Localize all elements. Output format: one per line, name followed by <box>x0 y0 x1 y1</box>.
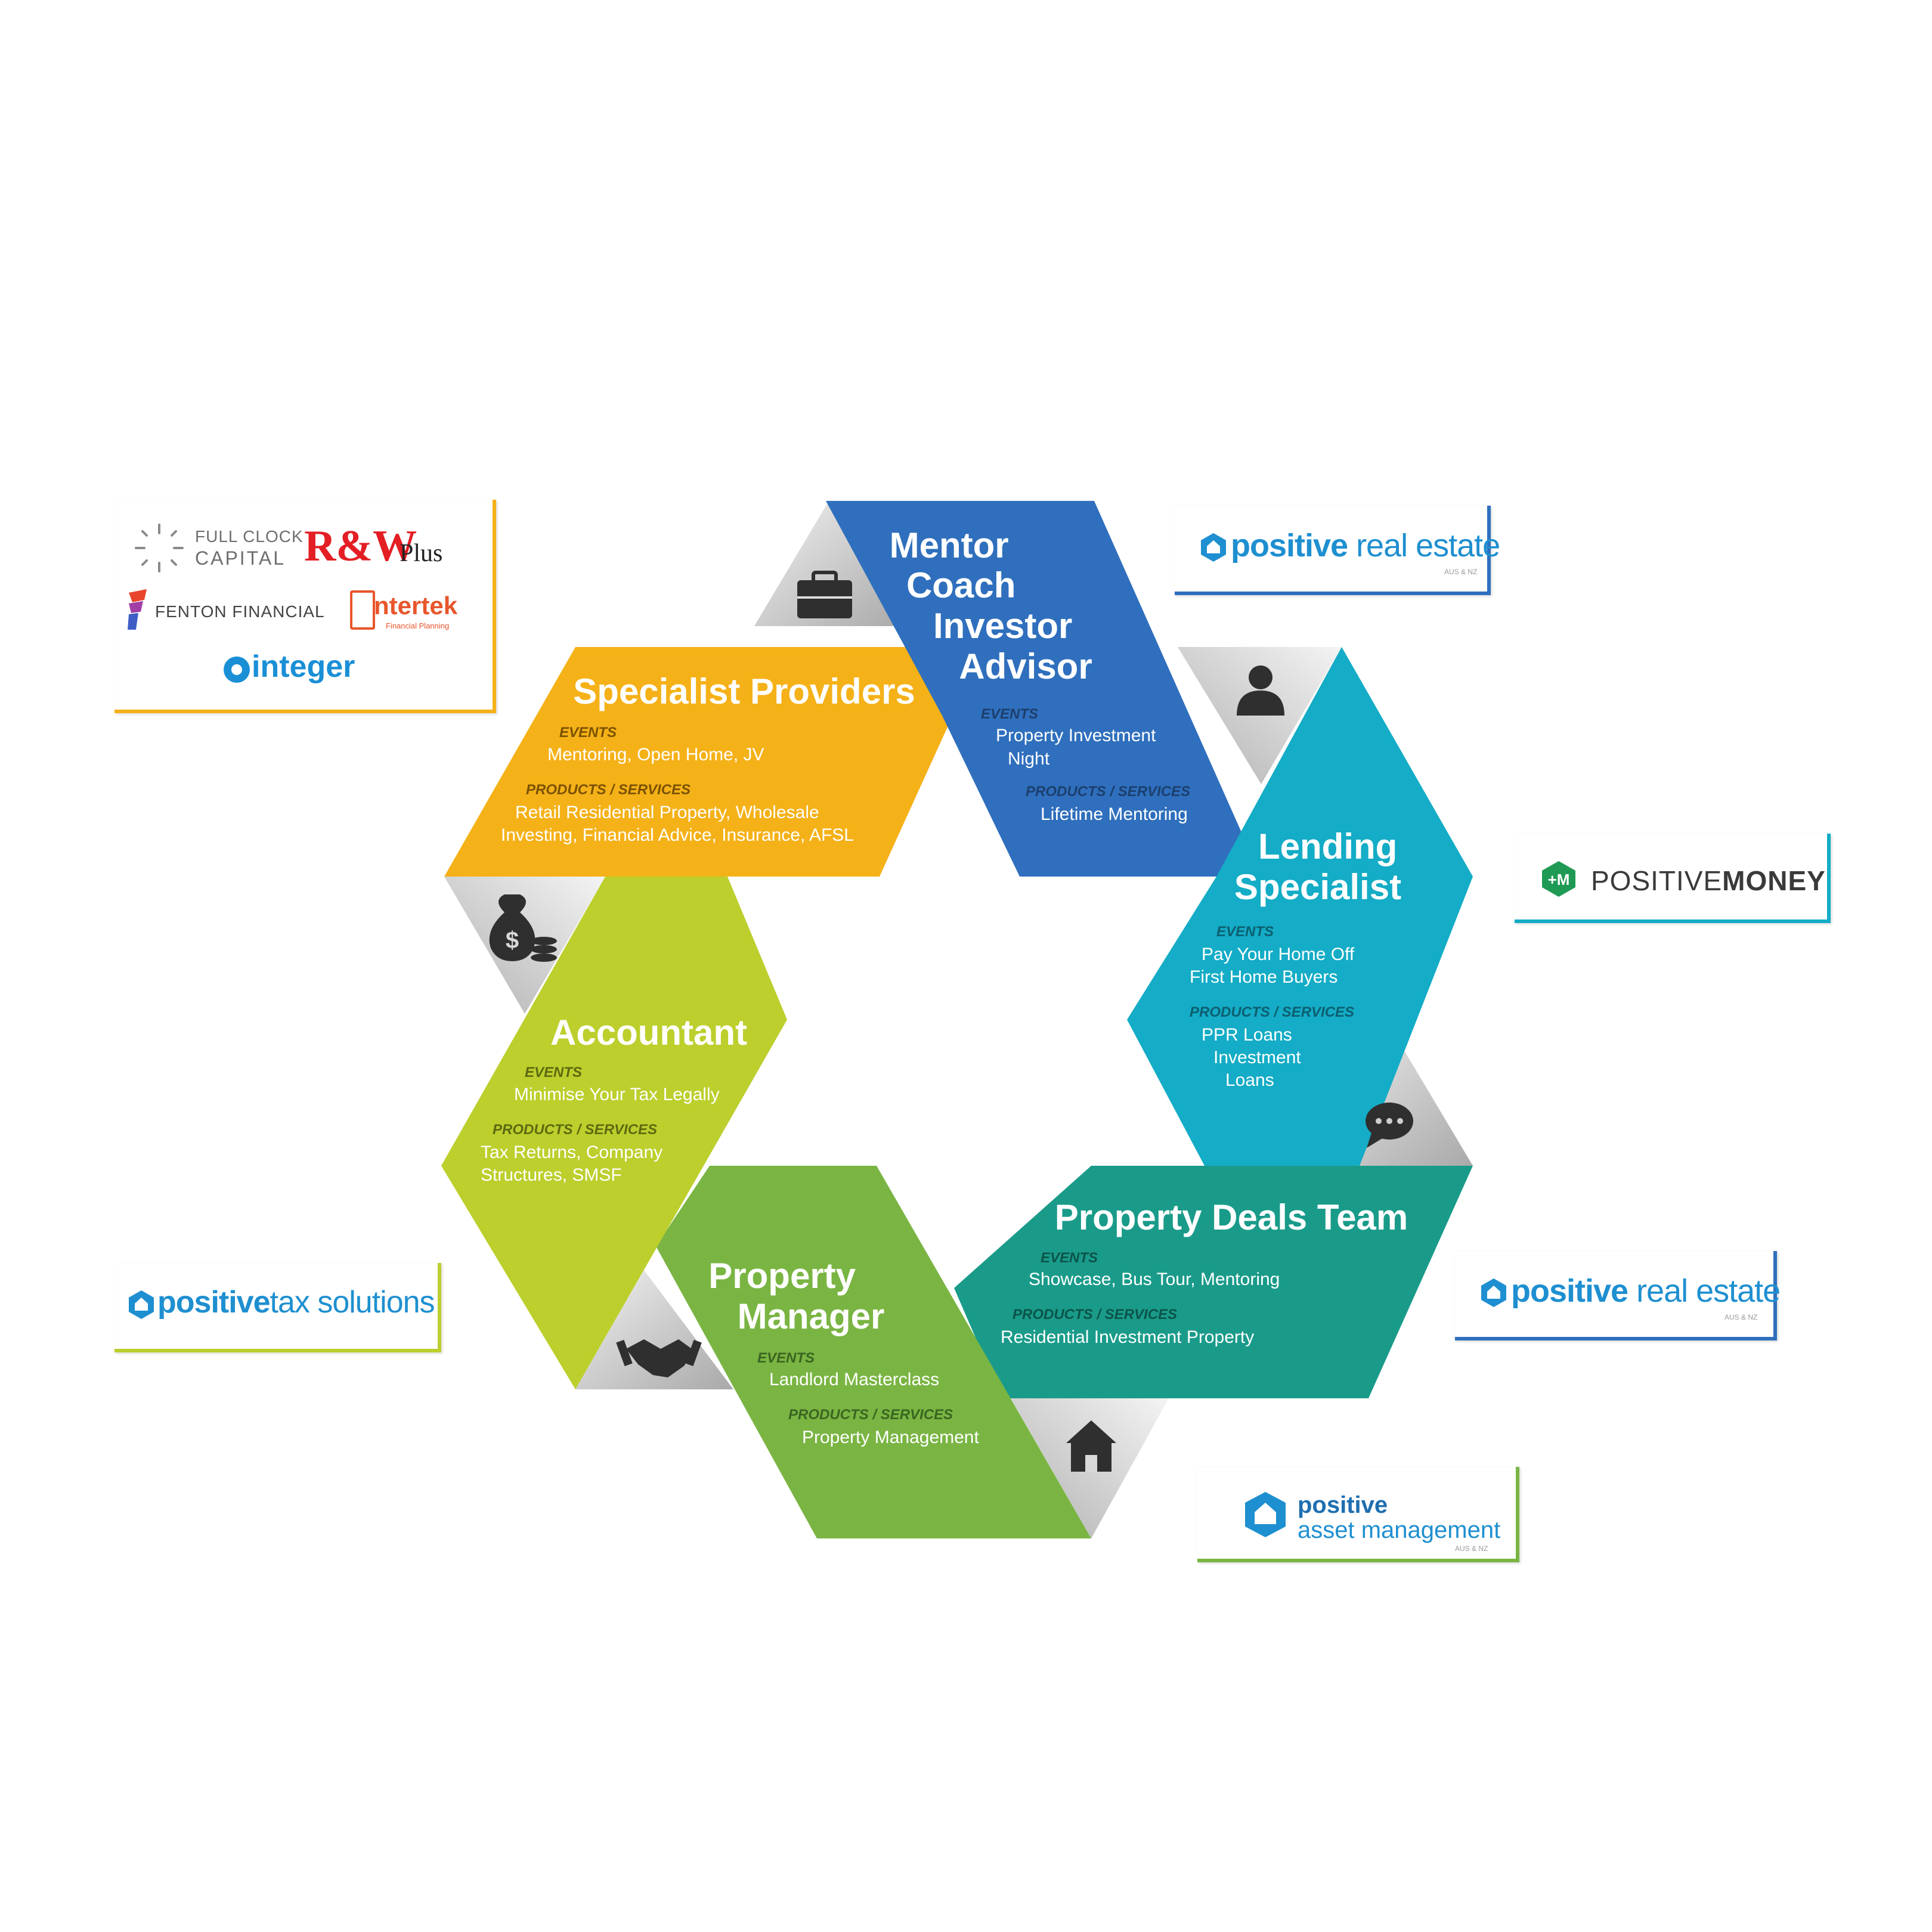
integer-logo: integer <box>222 649 377 691</box>
svg-text:$: $ <box>506 927 519 953</box>
house-icon <box>1066 1420 1116 1472</box>
positive-real-estate-logo-card-bottom: positive real estate AUS & NZ <box>1455 1251 1781 1340</box>
lending-events: Pay Your Home Off First Home Buyers <box>1190 945 1360 987</box>
segment-property-deals <box>954 1166 1473 1398</box>
accountant-products: Tax Returns, Company Structures, SMSF <box>481 1143 667 1185</box>
brand-real-estate-text: real estate <box>1348 528 1500 564</box>
person-icon <box>1237 665 1284 716</box>
briefcase-icon <box>797 571 852 618</box>
deals-events: Showcase, Bus Tour, Mentoring <box>1029 1270 1280 1289</box>
lending-products-label: PRODUCTS / SERVICES <box>1190 1004 1354 1020</box>
money-word-money: MONEY <box>1722 865 1826 896</box>
lending-title: Lending Specialist <box>1234 826 1407 907</box>
positive-house-icon <box>1481 1278 1506 1307</box>
rw-plus-text: Plus <box>400 540 443 567</box>
deals-products-label: PRODUCTS / SERVICES <box>1013 1306 1177 1323</box>
segment-specialist-providers <box>444 647 984 877</box>
intertek-subtext: Financial Planning <box>386 621 450 630</box>
mentor-products-label: PRODUCTS / SERVICES <box>1026 784 1190 800</box>
positive-money-logo-card: +M POSITIVEMONEY <box>1515 834 1831 923</box>
deals-events-label: EVENTS <box>1041 1250 1098 1266</box>
positive-house-icon <box>129 1290 154 1319</box>
chat-icon <box>1366 1103 1413 1148</box>
aus-nz-subtext: AUS & NZ <box>1444 568 1478 576</box>
accountant-events-label: EVENTS <box>525 1064 582 1080</box>
full-clock-line2: CAPITAL <box>195 547 286 569</box>
lending-products: PPR Loans Investment Loans <box>1202 1025 1306 1090</box>
manager-events-label: EVENTS <box>757 1350 815 1366</box>
positive-house-icon <box>1201 533 1226 562</box>
specialist-products: Retail Residential Property, Wholesale I… <box>501 803 854 845</box>
positive-tax-solutions-logo-card: positivetax solutions <box>114 1263 441 1352</box>
manager-events: Landlord Masterclass <box>769 1370 939 1389</box>
money-word-positive: POSITIVE <box>1591 865 1723 896</box>
fenton-financial-logo: FENTON FINANCIAL <box>126 589 325 631</box>
mentor-events-label: EVENTS <box>981 706 1038 722</box>
corner-triangle-top <box>754 501 906 626</box>
mentor-products: Lifetime Mentoring <box>1041 804 1188 824</box>
segments <box>441 501 1473 1538</box>
segment-accountant <box>441 877 787 1389</box>
accountant-products-label: PRODUCTS / SERVICES <box>493 1122 657 1138</box>
fenton-text: FENTON FINANCIAL <box>155 602 325 621</box>
deals-title: Property Deals Team <box>1055 1197 1408 1237</box>
mentor-title: Mentor Coach Investor Advisor <box>890 525 1092 686</box>
accountant-events: Minimise Your Tax Legally <box>514 1085 720 1104</box>
segment-lending-specialist <box>1127 647 1473 1166</box>
mentor-events: Property Investment Night <box>996 726 1161 769</box>
specialist-products-label: PRODUCTS / SERVICES <box>526 782 691 798</box>
accountant-title: Accountant <box>550 1013 747 1052</box>
pam-line1: positive <box>1298 1492 1388 1518</box>
rw-logo: R&W <box>304 522 417 571</box>
aus-nz-subtext: AUS & NZ <box>1724 1313 1758 1321</box>
brand-positive-text: positive <box>1511 1273 1628 1309</box>
segment-property-manager <box>656 1166 1091 1538</box>
positive-money-mark-icon: +M <box>1542 861 1575 897</box>
asset-management-mark-icon <box>1245 1492 1286 1537</box>
manager-products: Property Management <box>802 1428 979 1447</box>
specialist-events-label: EVENTS <box>559 724 617 741</box>
deals-products: Residential Investment Property <box>1001 1327 1254 1347</box>
brand-positive-text: positive <box>157 1285 270 1320</box>
brand-positive-text: positive <box>1231 528 1348 564</box>
partners-logo-card: FULL CLOCK CAPITAL R&W Plus FENTON FINAN… <box>114 500 496 713</box>
full-clock-line1: FULL CLOCK <box>195 527 304 546</box>
lending-events-label: EVENTS <box>1216 924 1274 940</box>
aus-nz-subtext: AUS & NZ <box>1455 1544 1488 1553</box>
fenton-mark-icon <box>128 589 147 630</box>
handshake-icon <box>616 1339 702 1377</box>
money-mark-text: +M <box>1548 871 1570 888</box>
integer-text: integer <box>252 649 355 684</box>
manager-products-label: PRODUCTS / SERVICES <box>788 1407 953 1423</box>
manager-title: Property Manager <box>708 1256 884 1336</box>
clock-dots-icon <box>135 524 184 572</box>
specialist-title: Specialist Providers <box>573 671 915 711</box>
positive-asset-management-logo-card: positive asset management AUS & NZ <box>1197 1467 1519 1562</box>
full-clock-capital-logo: FULL CLOCK CAPITAL <box>132 521 311 575</box>
intertek-text: ntertek <box>374 592 458 620</box>
integer-mark-icon <box>224 657 250 683</box>
intertek-mark-icon <box>350 590 375 630</box>
pam-line2: asset management <box>1298 1517 1501 1543</box>
segment-mentor-coach <box>826 501 1261 877</box>
brand-real-estate-text: real estate <box>1628 1273 1781 1309</box>
brand-tax-solutions-text: tax solutions <box>270 1285 435 1320</box>
money-bag-icon: $ <box>489 894 557 962</box>
intertek-logo: ntertek Financial Planning <box>350 588 487 636</box>
positive-real-estate-logo-card-top: positive real estate AUS & NZ <box>1175 506 1500 595</box>
specialist-events: Mentoring, Open Home, JV <box>547 745 764 764</box>
